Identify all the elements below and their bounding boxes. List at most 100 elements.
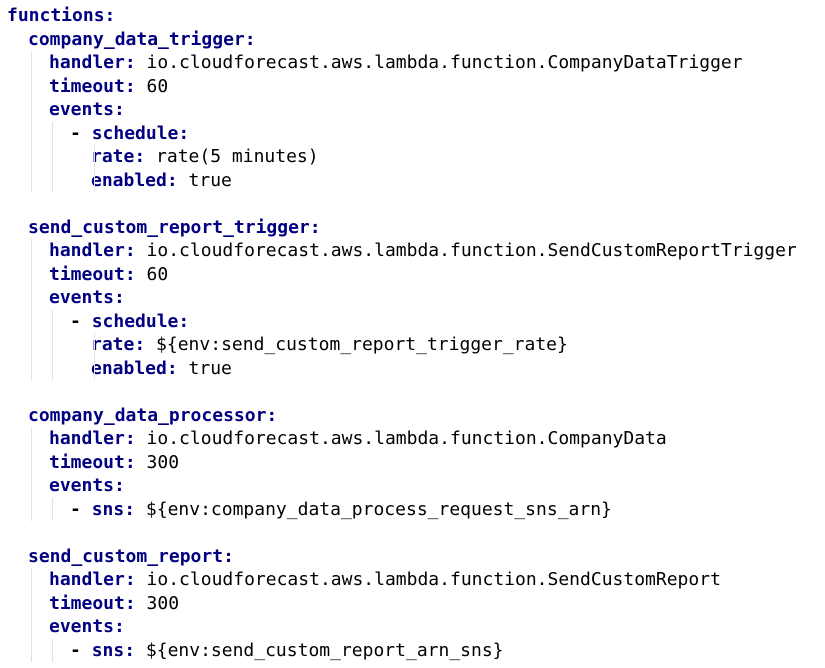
yaml-key: schedule (91, 122, 179, 144)
indent-guide (94, 145, 95, 192)
indent-guide (31, 568, 32, 662)
yaml-value: true (188, 357, 232, 379)
yaml-key: enabled (91, 169, 167, 191)
code-line[interactable]: send_custom_report: (28, 545, 234, 569)
code-line[interactable]: timeout: 300 (49, 451, 179, 475)
yaml-key: company_data_trigger (28, 28, 245, 50)
yaml-key: sns (91, 639, 125, 661)
yaml-separator: : (178, 122, 190, 144)
code-line[interactable]: - schedule: (70, 310, 189, 334)
yaml-value: rate(5 minutes) (156, 146, 319, 167)
yaml-separator: : (134, 146, 157, 167)
yaml-separator: : (124, 569, 147, 590)
code-line[interactable]: functions: (7, 4, 115, 28)
yaml-separator: : (124, 75, 147, 97)
yaml-separator: : (104, 5, 116, 26)
code-line[interactable]: company_data_processor: (28, 404, 277, 428)
code-line[interactable]: rate: ${env:send_custom_report_trigger_r… (91, 333, 568, 357)
yaml-key: schedule (91, 310, 179, 332)
list-dash: - (70, 498, 92, 520)
indent-guide (31, 239, 32, 380)
yaml-key: timeout (49, 451, 125, 473)
code-line[interactable]: - sns: ${env:company_data_process_reques… (70, 498, 612, 522)
yaml-value: ${env:send_custom_report_arn_sns} (145, 639, 504, 661)
yaml-value: io.cloudforecast.aws.lambda.function.Sen… (146, 240, 797, 261)
code-line[interactable]: send_custom_report_trigger: (28, 216, 321, 240)
indent-guide (52, 309, 53, 380)
yaml-separator: : (124, 592, 147, 614)
yaml-separator: : (166, 169, 189, 191)
yaml-key: timeout (49, 263, 125, 285)
code-line[interactable]: timeout: 60 (49, 263, 168, 287)
yaml-separator: : (124, 52, 147, 73)
code-line[interactable]: events: (49, 615, 125, 639)
yaml-value: 300 (146, 451, 180, 473)
code-line[interactable]: timeout: 60 (49, 75, 168, 99)
yaml-separator: : (178, 310, 190, 332)
code-line[interactable]: events: (49, 474, 125, 498)
yaml-value: ${env:company_data_process_request_sns_a… (145, 498, 612, 520)
yaml-separator: : (114, 475, 125, 496)
yaml-key: sns (91, 498, 125, 520)
code-line[interactable]: events: (49, 286, 125, 310)
yaml-key: events (49, 616, 115, 637)
yaml-key: handler (49, 52, 125, 73)
yaml-separator: : (266, 404, 278, 426)
indent-guide (31, 427, 32, 521)
yaml-key: timeout (49, 592, 125, 614)
code-line[interactable]: handler: io.cloudforecast.aws.lambda.fun… (49, 239, 797, 263)
yaml-separator: : (114, 616, 125, 637)
yaml-value: io.cloudforecast.aws.lambda.function.Com… (146, 428, 667, 449)
yaml-value: io.cloudforecast.aws.lambda.function.Sen… (146, 569, 721, 590)
yaml-separator: : (124, 639, 146, 661)
indent-guide (52, 121, 53, 192)
yaml-value: io.cloudforecast.aws.lambda.function.Com… (146, 52, 743, 73)
yaml-separator: : (124, 498, 146, 520)
code-line[interactable]: events: (49, 98, 125, 122)
yaml-key: functions (7, 5, 105, 26)
yaml-key: handler (49, 240, 125, 261)
yaml-separator: : (309, 216, 321, 238)
yaml-key: send_custom_report_trigger (28, 216, 310, 238)
indent-guide (31, 51, 32, 192)
yaml-key: enabled (91, 357, 167, 379)
yaml-separator: : (124, 451, 147, 473)
code-line[interactable]: enabled: true (91, 357, 232, 381)
yaml-key: events (49, 475, 115, 496)
yaml-value: 60 (146, 263, 169, 285)
yaml-key: send_custom_report (28, 545, 224, 567)
indent-guide (52, 497, 53, 521)
yaml-separator: : (114, 287, 125, 308)
list-dash: - (70, 639, 92, 661)
code-line[interactable]: handler: io.cloudforecast.aws.lambda.fun… (49, 51, 743, 75)
code-line[interactable]: rate: rate(5 minutes) (91, 145, 319, 169)
code-line[interactable]: - schedule: (70, 122, 189, 146)
code-line[interactable]: handler: io.cloudforecast.aws.lambda.fun… (49, 427, 667, 451)
yaml-separator: : (114, 99, 125, 120)
code-line[interactable]: - sns: ${env:send_custom_report_arn_sns} (70, 639, 504, 663)
code-line[interactable]: timeout: 300 (49, 592, 179, 616)
yaml-value: true (188, 169, 232, 191)
yaml-key: rate (91, 146, 135, 167)
yaml-separator: : (166, 357, 189, 379)
list-dash: - (70, 310, 92, 332)
yaml-key: timeout (49, 75, 125, 97)
yaml-key: company_data_processor (28, 404, 267, 426)
indent-guide (94, 333, 95, 380)
yaml-key: rate (91, 334, 135, 355)
yaml-key: events (49, 287, 115, 308)
yaml-value: 300 (146, 592, 180, 614)
yaml-key: handler (49, 428, 125, 449)
yaml-separator: : (124, 428, 147, 449)
code-line[interactable]: handler: io.cloudforecast.aws.lambda.fun… (49, 568, 721, 592)
code-line[interactable]: company_data_trigger: (28, 28, 256, 52)
indent-guide (52, 638, 53, 662)
code-line[interactable]: enabled: true (91, 169, 232, 193)
yaml-value: 60 (146, 75, 169, 97)
yaml-separator: : (244, 28, 256, 50)
yaml-key: events (49, 99, 115, 120)
list-dash: - (70, 122, 92, 144)
yaml-separator: : (223, 545, 234, 567)
yaml-separator: : (124, 240, 147, 261)
